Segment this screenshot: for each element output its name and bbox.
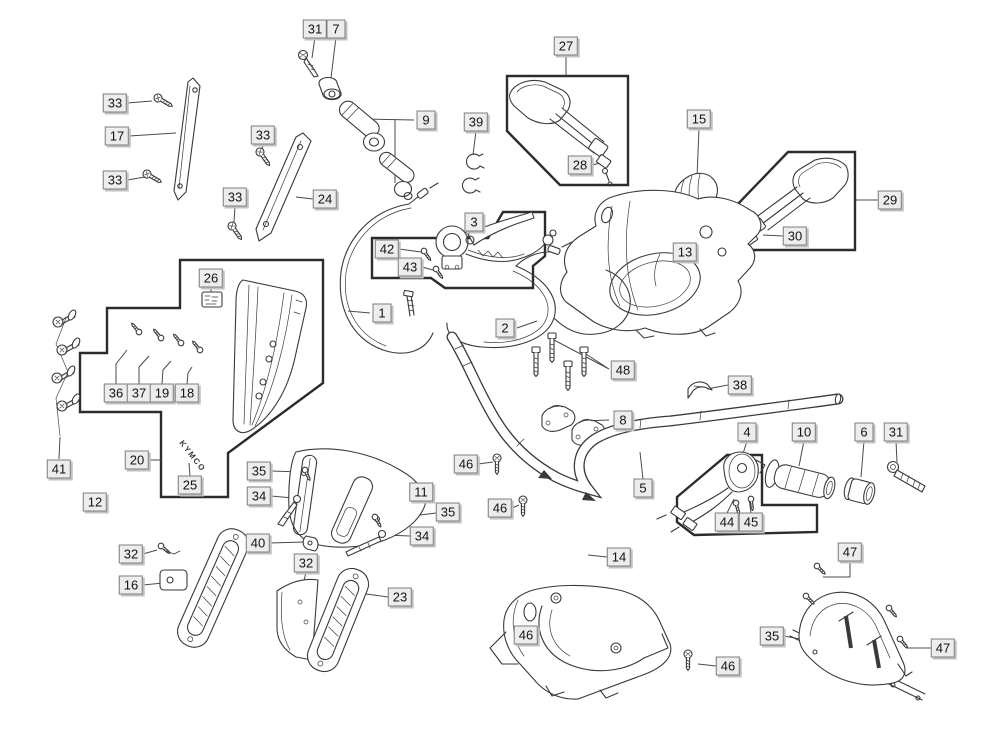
part-label-33: 33 <box>222 187 248 207</box>
part-label-35: 35 <box>246 461 272 481</box>
part-label-6: 6 <box>854 422 874 442</box>
part-label-46: 46 <box>453 454 479 474</box>
part-24-side-trim <box>255 132 312 242</box>
part-11-front-cover <box>277 448 427 557</box>
part-13-handlebar-cover-rear <box>559 189 762 339</box>
part-label-14: 14 <box>606 547 632 567</box>
part-4-switch-assembly <box>656 451 766 533</box>
part-label-33: 33 <box>250 125 276 145</box>
part-label-34: 34 <box>246 486 272 506</box>
part-label-15: 15 <box>686 109 712 129</box>
part-label-37: 37 <box>126 383 152 403</box>
part-label-18: 18 <box>174 383 200 403</box>
part-3-brake-master <box>419 211 557 281</box>
part-label-4: 4 <box>737 422 757 442</box>
part-label-13: 13 <box>672 242 698 262</box>
part-16-trim <box>159 528 249 648</box>
part-label-23: 23 <box>387 587 413 607</box>
mirror-left-box <box>505 74 630 187</box>
part-label-12: 12 <box>82 492 108 512</box>
part-14-lower-cover <box>489 584 672 700</box>
part-label-46: 46 <box>715 656 741 676</box>
part-17-side-trim <box>173 77 201 201</box>
part-label-7: 7 <box>326 19 346 39</box>
part-label-35: 35 <box>759 626 785 646</box>
brake-master-box <box>370 210 547 290</box>
part-label-8: 8 <box>613 410 633 430</box>
part-label-44: 44 <box>714 512 740 532</box>
part-label-17: 17 <box>104 126 130 146</box>
part-7-bushing <box>318 76 342 101</box>
part-label-31: 31 <box>883 422 909 442</box>
part-label-32: 32 <box>293 553 319 573</box>
part-23-trim <box>276 567 370 673</box>
part-label-41: 41 <box>46 459 72 479</box>
part-label-46: 46 <box>487 498 513 518</box>
part-label-35: 35 <box>435 502 461 522</box>
part-5-handlebar <box>446 331 844 501</box>
part-40-bracket <box>302 535 319 552</box>
part-label-43: 43 <box>397 257 423 277</box>
part-31-bolt-right <box>886 460 926 493</box>
part-label-5: 5 <box>633 478 653 498</box>
part-6-bar-end <box>843 477 876 505</box>
part-label-48: 48 <box>610 360 636 380</box>
part-windshield <box>232 279 308 434</box>
part-34-bolt-right <box>345 529 387 557</box>
part-label-46: 46 <box>513 625 539 645</box>
part-10-grip <box>764 459 836 500</box>
part-8-clamps <box>541 404 606 446</box>
part-label-16: 16 <box>118 575 144 595</box>
switch-assembly-box <box>675 453 819 537</box>
part-label-39: 39 <box>463 112 489 132</box>
part-9-throttle-tubes <box>338 100 415 201</box>
part-label-36: 36 <box>103 383 129 403</box>
part-26-plate <box>201 291 223 308</box>
part-34-bolt-left <box>277 494 302 527</box>
part-label-11: 11 <box>409 482 433 502</box>
part-label-45: 45 <box>738 512 764 532</box>
part-label-28: 28 <box>567 155 593 175</box>
part-31-bolt-top <box>297 49 319 78</box>
part-label-47: 47 <box>837 542 863 562</box>
part-27-mirror-left <box>509 79 613 187</box>
part-label-33: 33 <box>102 93 128 113</box>
part-label-19: 19 <box>149 383 175 403</box>
part-label-20: 20 <box>124 450 150 470</box>
part-label-25: 25 <box>177 475 203 495</box>
part-label-2: 2 <box>495 318 515 338</box>
part-41-screw-set <box>51 309 81 437</box>
part-label-3: 3 <box>464 212 484 232</box>
part-label-34: 34 <box>409 526 435 546</box>
part-label-40: 40 <box>245 533 271 553</box>
part-label-10: 10 <box>791 422 817 442</box>
part-label-42: 42 <box>374 239 400 259</box>
part-label-33: 33 <box>102 170 128 190</box>
part-38-clip <box>687 381 713 399</box>
part-label-27: 27 <box>553 36 579 56</box>
mirror-right-box <box>733 150 857 252</box>
part-label-31: 31 <box>302 19 328 39</box>
part-label-29: 29 <box>877 190 903 210</box>
part-label-32: 32 <box>118 544 144 564</box>
part-label-9: 9 <box>416 110 436 130</box>
part-label-38: 38 <box>727 375 753 395</box>
part-39-rings <box>461 153 485 194</box>
part-1-cable <box>339 182 439 354</box>
part-label-26: 26 <box>198 268 224 288</box>
windshield-box <box>78 258 325 499</box>
part-35-rear-trim <box>789 561 926 701</box>
part-label-24: 24 <box>312 189 338 209</box>
part-label-47: 47 <box>930 638 956 658</box>
part-label-1: 1 <box>372 303 392 323</box>
part-label-30: 30 <box>782 226 808 246</box>
